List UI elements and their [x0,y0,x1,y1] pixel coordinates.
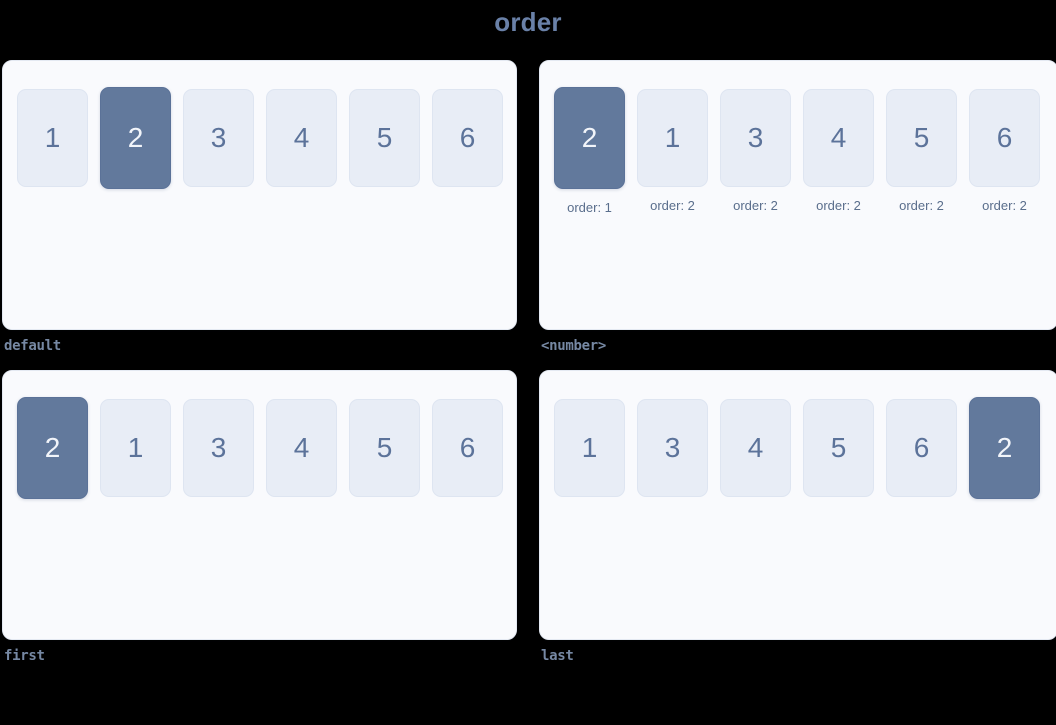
tile[interactable]: 5 [349,89,420,187]
tile-item: 6 [886,399,957,497]
tile-item: 4 [266,399,337,497]
tile-order-label: order: 2 [899,198,944,213]
tile-item: 5 [349,89,420,187]
tile-item: 3 [183,89,254,187]
tile[interactable]: 3 [720,89,791,187]
tile[interactable]: 4 [266,89,337,187]
tile[interactable]: 6 [432,89,503,187]
tile[interactable]: 4 [720,399,791,497]
block-caption: last [541,648,574,664]
tile-order-label: order: 2 [733,198,778,213]
tile-item: 1 [100,399,171,497]
tile[interactable]: 4 [803,89,874,187]
tile-order-label: order: 1 [567,200,612,215]
tile-highlighted[interactable]: 2 [969,397,1040,499]
demo-block-number: 2 order: 1 1 order: 2 3 order: 2 4 order: 2 5 ord… [539,60,1056,355]
tile-item: 3 [183,399,254,497]
tile[interactable]: 6 [432,399,503,497]
tile-item: 2 order: 1 [554,87,625,215]
tile[interactable]: 1 [100,399,171,497]
tile[interactable]: 3 [183,89,254,187]
tile-item: 6 [432,89,503,187]
tile[interactable]: 5 [803,399,874,497]
tile-highlighted[interactable]: 2 [100,87,171,189]
tile-order-label: order: 2 [650,198,695,213]
tile-item: 6 [432,399,503,497]
tile-item: 3 [637,399,708,497]
page-title: order [494,7,562,37]
tile[interactable]: 4 [266,399,337,497]
tile-highlighted[interactable]: 2 [17,397,88,499]
tile-item: 4 [720,399,791,497]
tile-item: 6 order: 2 [969,89,1040,213]
block-caption: default [4,338,61,354]
tile[interactable]: 6 [886,399,957,497]
tile-item: 5 [349,399,420,497]
block-caption: <number> [541,338,607,354]
tile-item: 4 [266,89,337,187]
tile[interactable]: 3 [183,399,254,497]
block-caption: first [4,648,45,664]
tile-item: 2 [17,397,88,499]
tile[interactable]: 1 [17,89,88,187]
tile-item: 2 [100,87,171,189]
tile-item: 4 order: 2 [803,89,874,213]
tile-item: 1 order: 2 [637,89,708,213]
tile[interactable]: 1 [554,399,625,497]
tiles-row: 2 order: 1 1 order: 2 3 order: 2 4 order: 2 5 ord… [554,87,1056,215]
tile-item: 2 [969,397,1040,499]
tile[interactable]: 5 [349,399,420,497]
tile-order-label: order: 2 [982,198,1027,213]
tile-highlighted[interactable]: 2 [554,87,625,189]
tile-panel: 2 order: 1 1 order: 2 3 order: 2 4 order: 2 5 ord… [539,60,1056,330]
tile-order-label: order: 2 [816,198,861,213]
tile[interactable]: 6 [969,89,1040,187]
tile-item: 1 [17,89,88,187]
tile[interactable]: 1 [637,89,708,187]
tile[interactable]: 5 [886,89,957,187]
tile-item: 5 [803,399,874,497]
tile-item: 1 [554,399,625,497]
tile[interactable]: 3 [637,399,708,497]
tile-item: 3 order: 2 [720,89,791,213]
tile-item: 5 order: 2 [886,89,957,213]
